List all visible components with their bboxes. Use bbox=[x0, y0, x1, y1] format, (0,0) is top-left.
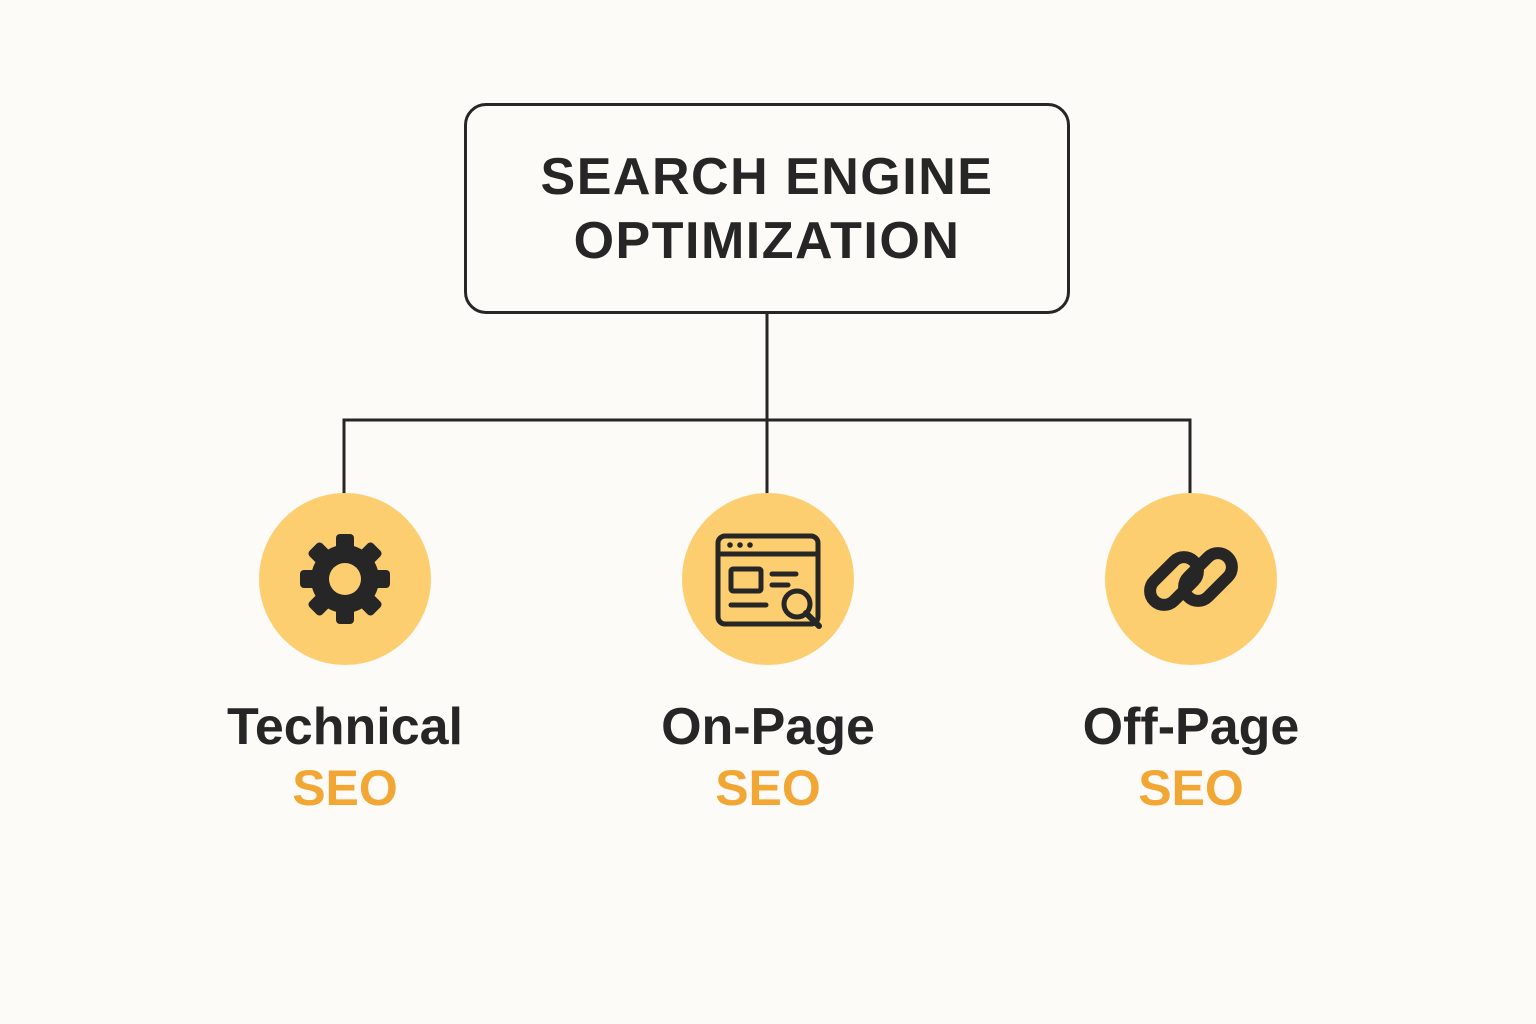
link-icon bbox=[1144, 547, 1238, 611]
off-page-seo-branch: Off-Page SEO bbox=[1031, 493, 1351, 833]
technical-seo-icon-circle bbox=[259, 493, 431, 665]
on-page-seo-branch: On-Page SEO bbox=[608, 493, 928, 833]
root-title: SEARCH ENGINE OPTIMIZATION bbox=[540, 147, 994, 270]
off-page-title: Off-Page bbox=[1082, 698, 1300, 756]
on-page-title: On-Page bbox=[661, 698, 875, 756]
search-engine-optimization-box: SEARCH ENGINE OPTIMIZATION bbox=[464, 103, 1070, 314]
on-page-seo-icon-circle bbox=[682, 493, 854, 665]
gear-icon bbox=[300, 534, 390, 624]
technical-seo-branch: Technical SEO bbox=[185, 493, 505, 833]
off-page-seo-icon-circle bbox=[1105, 493, 1277, 665]
on-page-seo-label: SEO bbox=[715, 760, 821, 816]
technical-title: Technical bbox=[226, 698, 463, 756]
off-page-seo-label: SEO bbox=[1138, 760, 1244, 816]
webpage-search-icon bbox=[715, 533, 822, 629]
technical-seo-label: SEO bbox=[292, 760, 398, 816]
